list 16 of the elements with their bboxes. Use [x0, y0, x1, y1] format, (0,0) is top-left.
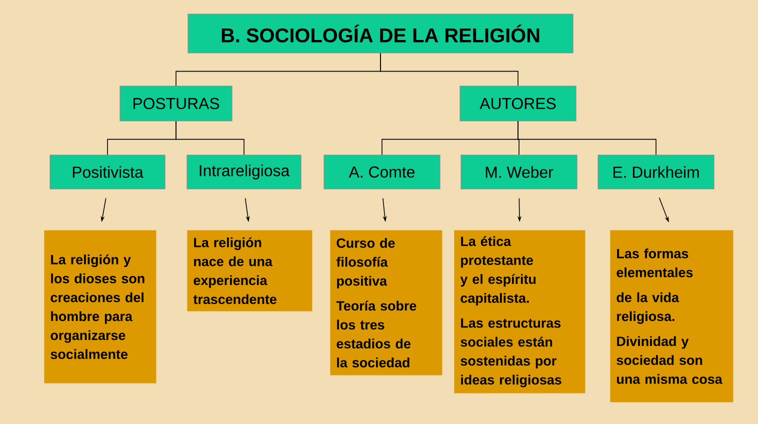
description-box: La ética protestante y el espíritu capitalista. Las estructuras sociales están sostenidas por ideas religiosas	[454, 230, 586, 394]
connector-line	[176, 120, 244, 156]
topic-box: E. Durkheim	[598, 154, 714, 190]
topic-box: M. Weber	[460, 154, 578, 190]
topic-box: Intrareligiosa	[186, 154, 302, 190]
description-box: La religión y los dioses son creaciones del hombre para organizarse socialmente	[44, 230, 156, 384]
connector-line	[380, 52, 518, 86]
description-box: Las formas elementales de la vida religiosa. Divinidad y sociedad son una misma cosa	[610, 230, 734, 402]
topic-box: Positivista	[50, 154, 166, 190]
description-box: Curso de filosofía positiva Teoría sobre los tres estadios de la sociedad	[330, 230, 442, 376]
description-box: La religión nace de una experiencia trascendente	[187, 230, 312, 312]
connector-line	[518, 120, 656, 156]
category-box: AUTORES	[460, 86, 576, 122]
title-box: B. SOCIOLOGÍA DE LA RELIGIÓN	[188, 14, 574, 54]
category-box: POSTURAS	[120, 86, 232, 122]
topic-box: A. Comte	[324, 154, 440, 190]
